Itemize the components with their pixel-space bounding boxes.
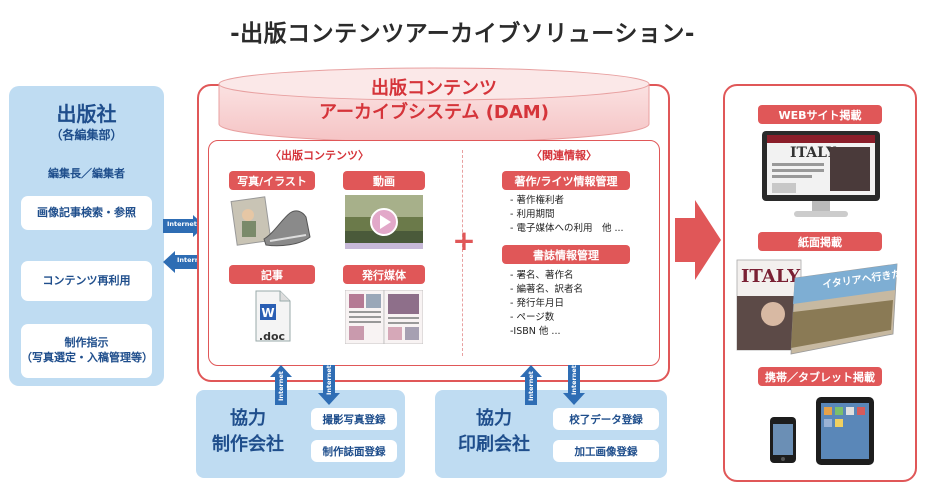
partner-title-line2: 印刷会社 [458, 434, 530, 455]
list-item: -ISBN 他 ... [510, 326, 561, 337]
output-arrow-icon [675, 200, 721, 280]
partner-title: 協力 印刷会社 [441, 406, 547, 458]
list-item: - 発行年月日 [510, 298, 564, 309]
arrow-down-icon: Internet [318, 365, 340, 405]
svg-text:ITALY: ITALY [790, 145, 837, 161]
content-reuse-button[interactable]: コンテンツ再利用 [21, 261, 152, 301]
section-divider [462, 150, 463, 356]
arrow-left-icon [163, 251, 205, 273]
video-thumbnail-icon [345, 195, 423, 249]
publisher-panel: 出版社 （各編集部） 編集長／編集者 画像記事検索・参照 コンテンツ再利用 制作… [9, 86, 164, 386]
proof-data-register-button[interactable]: 校了データ登録 [553, 408, 659, 430]
arrow-right-icon [163, 215, 205, 237]
photo-register-button[interactable]: 撮影写真登録 [311, 408, 397, 430]
partner-title-line1: 協力 [230, 408, 266, 429]
mobile-publishing-tag: 携帯／タブレット掲載 [758, 367, 882, 386]
dam-title-line2: アーカイブシステム (DAM) [319, 102, 549, 123]
page-title: -出版コンテンツアーカイブソリューション- [230, 21, 695, 47]
list-item: - 編著名、訳者名 [510, 284, 583, 295]
arrow-up-icon: Internet [520, 365, 542, 405]
video-tag: 動画 [343, 171, 425, 190]
database-cylinder-icon [218, 67, 650, 143]
partner-title-line2: 制作会社 [212, 434, 284, 455]
print-publishing-tag: 紙面掲載 [758, 232, 882, 251]
article-tag: 記事 [229, 265, 315, 284]
rights-info-list: - 著作権利者 - 利用期間 - 電子媒体への利用 他 ... [510, 194, 650, 236]
publisher-subtitle: （各編集部） [50, 128, 123, 142]
image-article-search-button[interactable]: 画像記事検索・参照 [21, 196, 152, 230]
internet-arrow-left: Internet [163, 251, 207, 273]
internet-label: Internet [277, 371, 285, 401]
internet-label: Internet [167, 220, 197, 228]
content-section-header: 〈出版コンテンツ〉 [270, 149, 369, 162]
button-label: コンテンツ再利用 [42, 273, 131, 287]
rights-management-tag: 著作/ライツ情報管理 [502, 171, 630, 190]
internet-label: Internet [527, 371, 535, 401]
word-document-icon: W [255, 290, 291, 342]
production-instruction-button[interactable]: 制作指示 （写真選定・入稿管理等） [21, 324, 153, 378]
arrow-down-icon: Internet [563, 365, 585, 405]
internet-label: Internet [177, 256, 207, 264]
photo-thumbnail-icon [230, 196, 311, 247]
related-section-header: 〈関連情報〉 [531, 149, 597, 162]
internet-label: Internet [325, 365, 333, 395]
list-item: - 署名、著作名 [510, 270, 574, 281]
publisher-roles: 編集長／編集者 [48, 167, 125, 180]
magazine-logo: ITALY [741, 266, 801, 287]
button-label: 画像記事検索・参照 [37, 205, 136, 219]
button-sublabel: （写真選定・入稿管理等） [21, 351, 153, 364]
bibliographic-management-tag: 書誌情報管理 [502, 245, 630, 264]
production-partner-panel [196, 390, 405, 478]
printing-partner-panel [435, 390, 667, 478]
printed-magazine-icon: ITALY イタリアへ行きたい! [736, 259, 900, 355]
button-label: 制作指示 [64, 336, 109, 350]
list-item: - 利用期間 [510, 209, 555, 220]
processed-image-register-button[interactable]: 加工画像登録 [553, 440, 659, 462]
web-publishing-tag: WEBサイト掲載 [758, 105, 882, 124]
plus-sign: + [452, 224, 476, 257]
list-item: - 著作権利者 [510, 195, 564, 206]
arrow-up-icon: Internet [270, 365, 292, 405]
list-item: - ページ数 [510, 312, 555, 323]
partner-title: 協力 制作会社 [202, 406, 294, 458]
dam-title-line1: 出版コンテンツ [371, 78, 497, 99]
publisher-title: 出版社 [56, 102, 117, 126]
phone-tablet-icon [770, 397, 874, 465]
partner-title-line1: 協力 [476, 408, 512, 429]
list-item: - 電子媒体への利用 他 ... [510, 223, 624, 234]
publication-media-tag: 発行媒体 [343, 265, 425, 284]
internet-label: Internet [570, 365, 578, 395]
svg-text:W: W [261, 306, 274, 320]
desktop-monitor-icon: ITALY [762, 131, 880, 217]
layout-register-button[interactable]: 制作誌面登録 [311, 440, 397, 462]
magazine-spread-icon [345, 290, 423, 344]
bibliographic-info-list: - 署名、著作名 - 編著名、訳者名 - 発行年月日 - ページ数 -ISBN … [510, 269, 650, 339]
internet-arrow-right: Internet [163, 215, 205, 237]
photo-illustration-tag: 写真/イラスト [229, 171, 315, 190]
doc-label: .doc [258, 330, 286, 343]
